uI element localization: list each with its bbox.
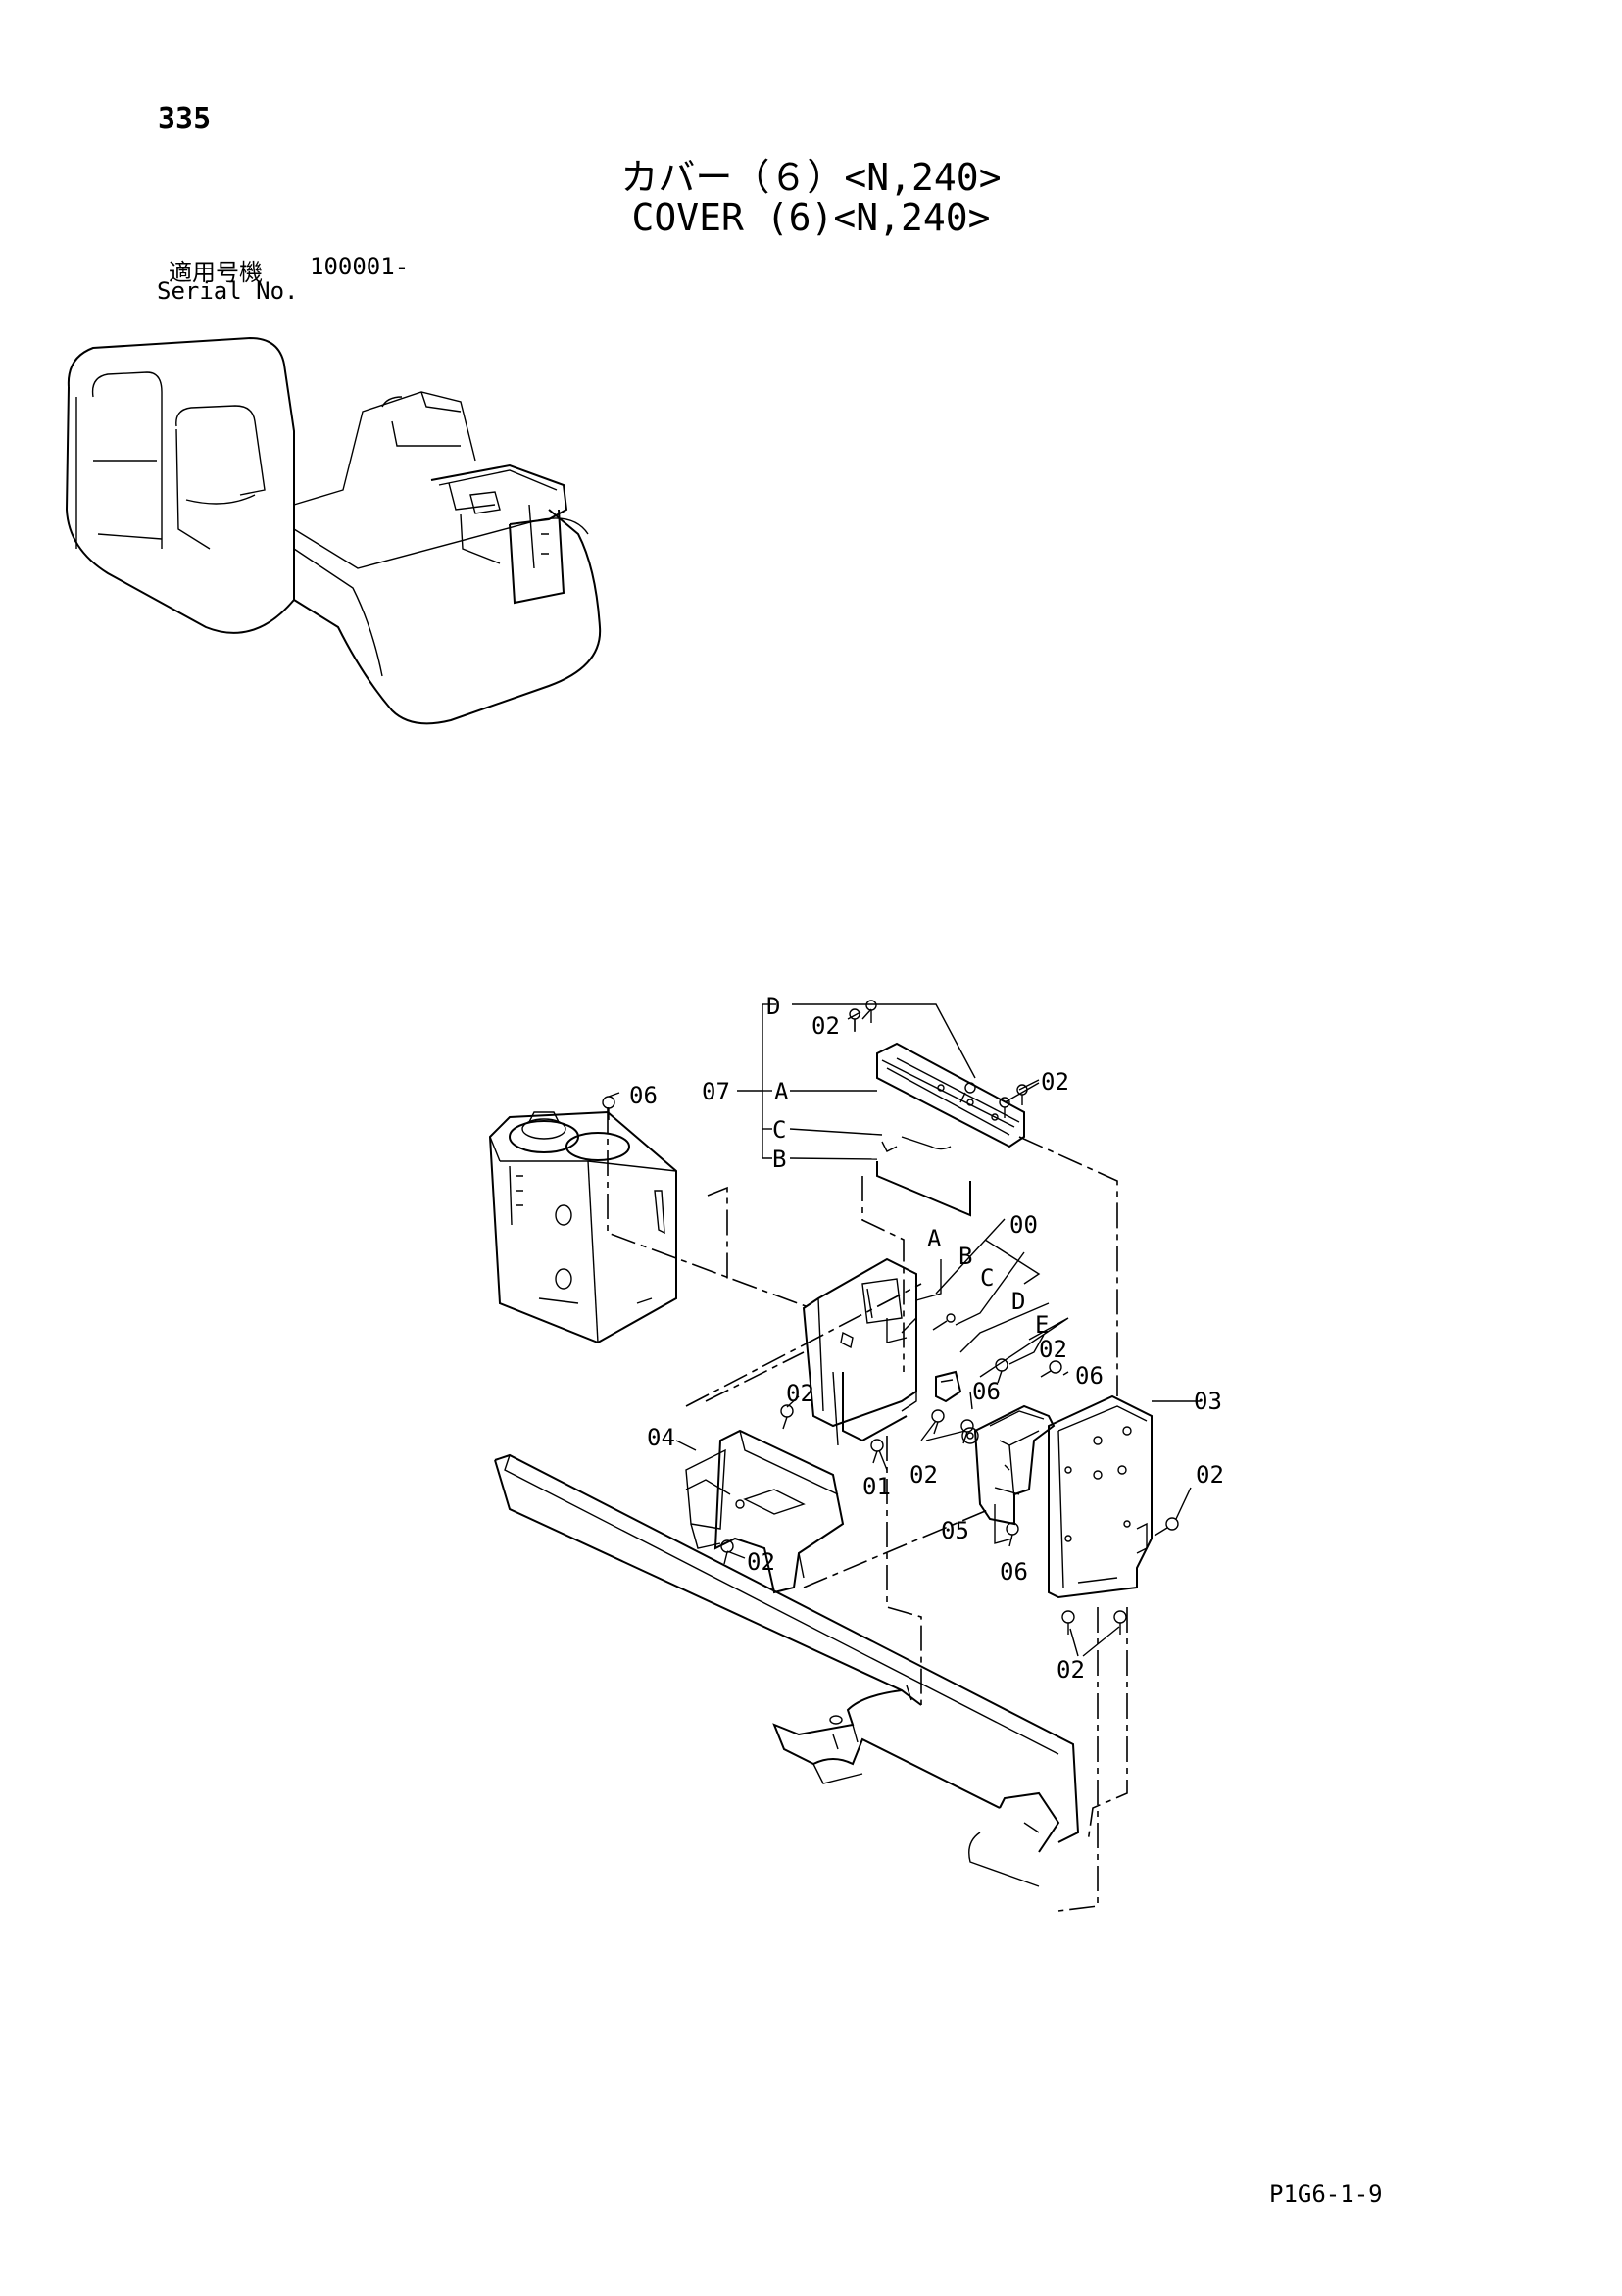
serial-label-english: Serial No. — [157, 277, 299, 305]
bolt-icon — [932, 1313, 956, 1331]
cover-panel-part-03 — [1048, 1394, 1153, 1599]
bolt-icon — [999, 1097, 1010, 1118]
callout-06: 06 — [1075, 1362, 1104, 1390]
callout-01: 01 — [862, 1473, 891, 1500]
upper-bracket-assembly — [876, 1042, 1025, 1217]
serial-number-value: 100001- — [310, 253, 410, 280]
bolt-icon — [1006, 1522, 1019, 1547]
frame-beam — [494, 1453, 1080, 1887]
callout-05: 05 — [941, 1517, 969, 1544]
callout-06: 06 — [1000, 1558, 1028, 1586]
callout-key-b: B — [958, 1243, 972, 1270]
callout-02: 02 — [909, 1461, 938, 1489]
callout-07: 07 — [702, 1078, 730, 1105]
bracket-part-05 — [973, 1404, 1056, 1526]
callout-02: 02 — [1196, 1461, 1224, 1489]
callout-key-e: E — [1035, 1311, 1049, 1339]
callout-00: 00 — [1009, 1211, 1038, 1239]
bolt-icons — [602, 1000, 1179, 1635]
bolt-icon — [995, 1358, 1008, 1384]
alignment-lines — [607, 1107, 1128, 1912]
bolt-icon — [780, 1404, 794, 1430]
callout-labels: 02 02 06 07 D A C B A 00 B C D E 02 06 0… — [629, 993, 1224, 1684]
callout-key-b: B — [772, 1146, 786, 1173]
bolt-icon — [1040, 1360, 1062, 1378]
center-cover — [802, 1257, 917, 1446]
bolt-icon — [1154, 1517, 1179, 1537]
callout-02: 02 — [1057, 1656, 1085, 1684]
title-japanese: カバー（６）<N,240> — [620, 156, 1002, 199]
callout-02: 02 — [1039, 1336, 1067, 1363]
bolt-icon — [931, 1409, 945, 1435]
serial-label-japanese: 適用号機 — [169, 259, 263, 286]
callout-06: 06 — [972, 1378, 1001, 1405]
bolt-icon — [1061, 1610, 1075, 1635]
bolt-icon — [870, 1439, 884, 1464]
bolt-icon — [961, 1427, 979, 1444]
callout-key-d: D — [766, 993, 780, 1020]
cover-part-04 — [685, 1429, 845, 1594]
hydraulic-tank — [488, 1110, 677, 1344]
bolt-icon — [720, 1539, 734, 1565]
callout-02: 02 — [786, 1380, 814, 1407]
callout-02: 02 — [747, 1548, 775, 1576]
callout-key-a: A — [927, 1225, 942, 1252]
callout-02: 02 — [811, 1012, 840, 1040]
callout-06: 06 — [629, 1082, 658, 1109]
clip-part — [935, 1370, 962, 1403]
callout-key-c: C — [980, 1264, 994, 1292]
callout-key-d: D — [1011, 1288, 1025, 1315]
bolt-icon — [959, 1082, 976, 1103]
title-english: COVER (6)<N,240> — [631, 196, 991, 239]
callout-key-a: A — [774, 1078, 789, 1105]
callout-04: 04 — [647, 1424, 675, 1451]
footer-code: P1G6-1-9 — [1269, 2180, 1383, 2208]
bolt-icon — [960, 1419, 974, 1444]
bolt-icon — [1113, 1610, 1127, 1635]
machine-location-view — [65, 336, 602, 725]
page-number: 335 — [158, 102, 212, 136]
callout-key-c: C — [772, 1116, 786, 1144]
callout-02: 02 — [1041, 1068, 1069, 1096]
callout-03: 03 — [1194, 1388, 1222, 1415]
leader-lines — [608, 1003, 1201, 1657]
